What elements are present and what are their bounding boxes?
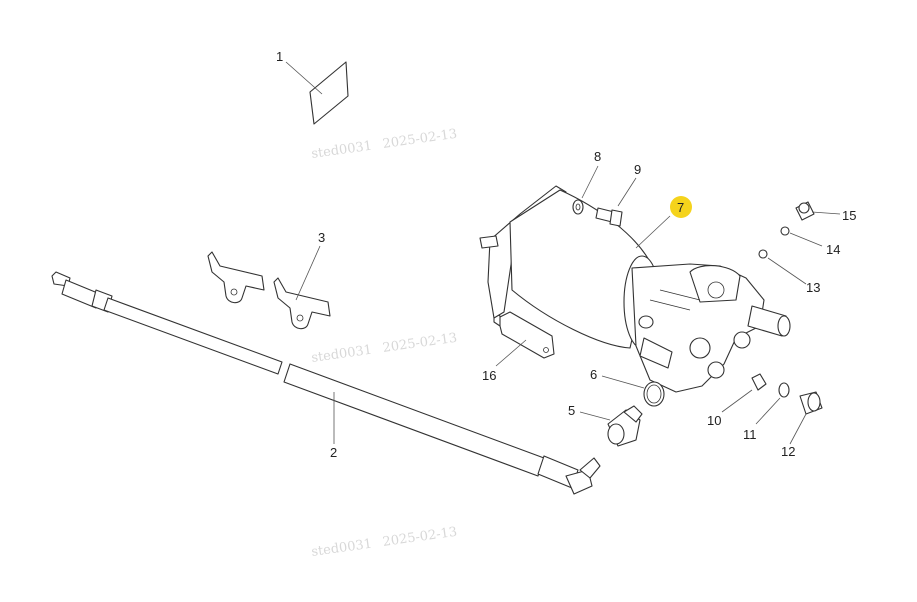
- watermark-3: sted0031 2025-02-13: [310, 525, 458, 560]
- callout-8: 8: [594, 149, 601, 164]
- part-7-booster-assembly[interactable]: [479, 185, 791, 393]
- part-14-washer[interactable]: [780, 226, 823, 247]
- callout-6: 6: [590, 367, 597, 382]
- part-12-cap[interactable]: [789, 391, 823, 445]
- watermark-2: sted0031 2025-02-13: [310, 331, 458, 366]
- callout-11: 11: [743, 427, 757, 442]
- part-3-brackets[interactable]: [207, 245, 331, 330]
- part-13-washer[interactable]: [758, 249, 807, 285]
- callout-15: 15: [842, 208, 856, 223]
- callout-2: 2: [330, 445, 337, 460]
- part-6-o-ring[interactable]: [601, 375, 665, 407]
- part-11-seal[interactable]: [755, 382, 790, 425]
- callout-14: 14: [826, 242, 840, 257]
- part-9-bolt[interactable]: [595, 177, 637, 227]
- watermark-user: sted0031: [310, 537, 372, 560]
- part-10-plug[interactable]: [721, 373, 767, 413]
- part-1-label-plate[interactable]: [285, 61, 349, 125]
- part-15-bleeder-cap[interactable]: [795, 201, 841, 221]
- watermark-user: sted0031: [310, 139, 372, 162]
- callout-10: 10: [707, 413, 721, 428]
- watermark-date: 2025-02-13: [382, 331, 458, 356]
- part-5-fitting[interactable]: [579, 405, 643, 447]
- part-2-push-rod[interactable]: [51, 271, 601, 495]
- part-8-washer[interactable]: [572, 165, 599, 215]
- callout-13: 13: [806, 280, 820, 295]
- callout-7-highlight[interactable]: 7: [670, 196, 692, 218]
- callout-9: 9: [634, 162, 641, 177]
- callout-5: 5: [568, 403, 575, 418]
- callout-16: 16: [482, 368, 496, 383]
- callout-12: 12: [781, 444, 795, 459]
- watermark-user: sted0031: [310, 343, 372, 366]
- watermark-date: 2025-02-13: [382, 525, 458, 550]
- watermark-date: 2025-02-13: [382, 127, 458, 152]
- callout-3: 3: [318, 230, 325, 245]
- watermark-1: sted0031 2025-02-13: [310, 127, 458, 162]
- callout-1: 1: [276, 49, 283, 64]
- part-16-mounting-bracket[interactable]: [493, 311, 555, 367]
- callout-7: 7: [677, 200, 684, 215]
